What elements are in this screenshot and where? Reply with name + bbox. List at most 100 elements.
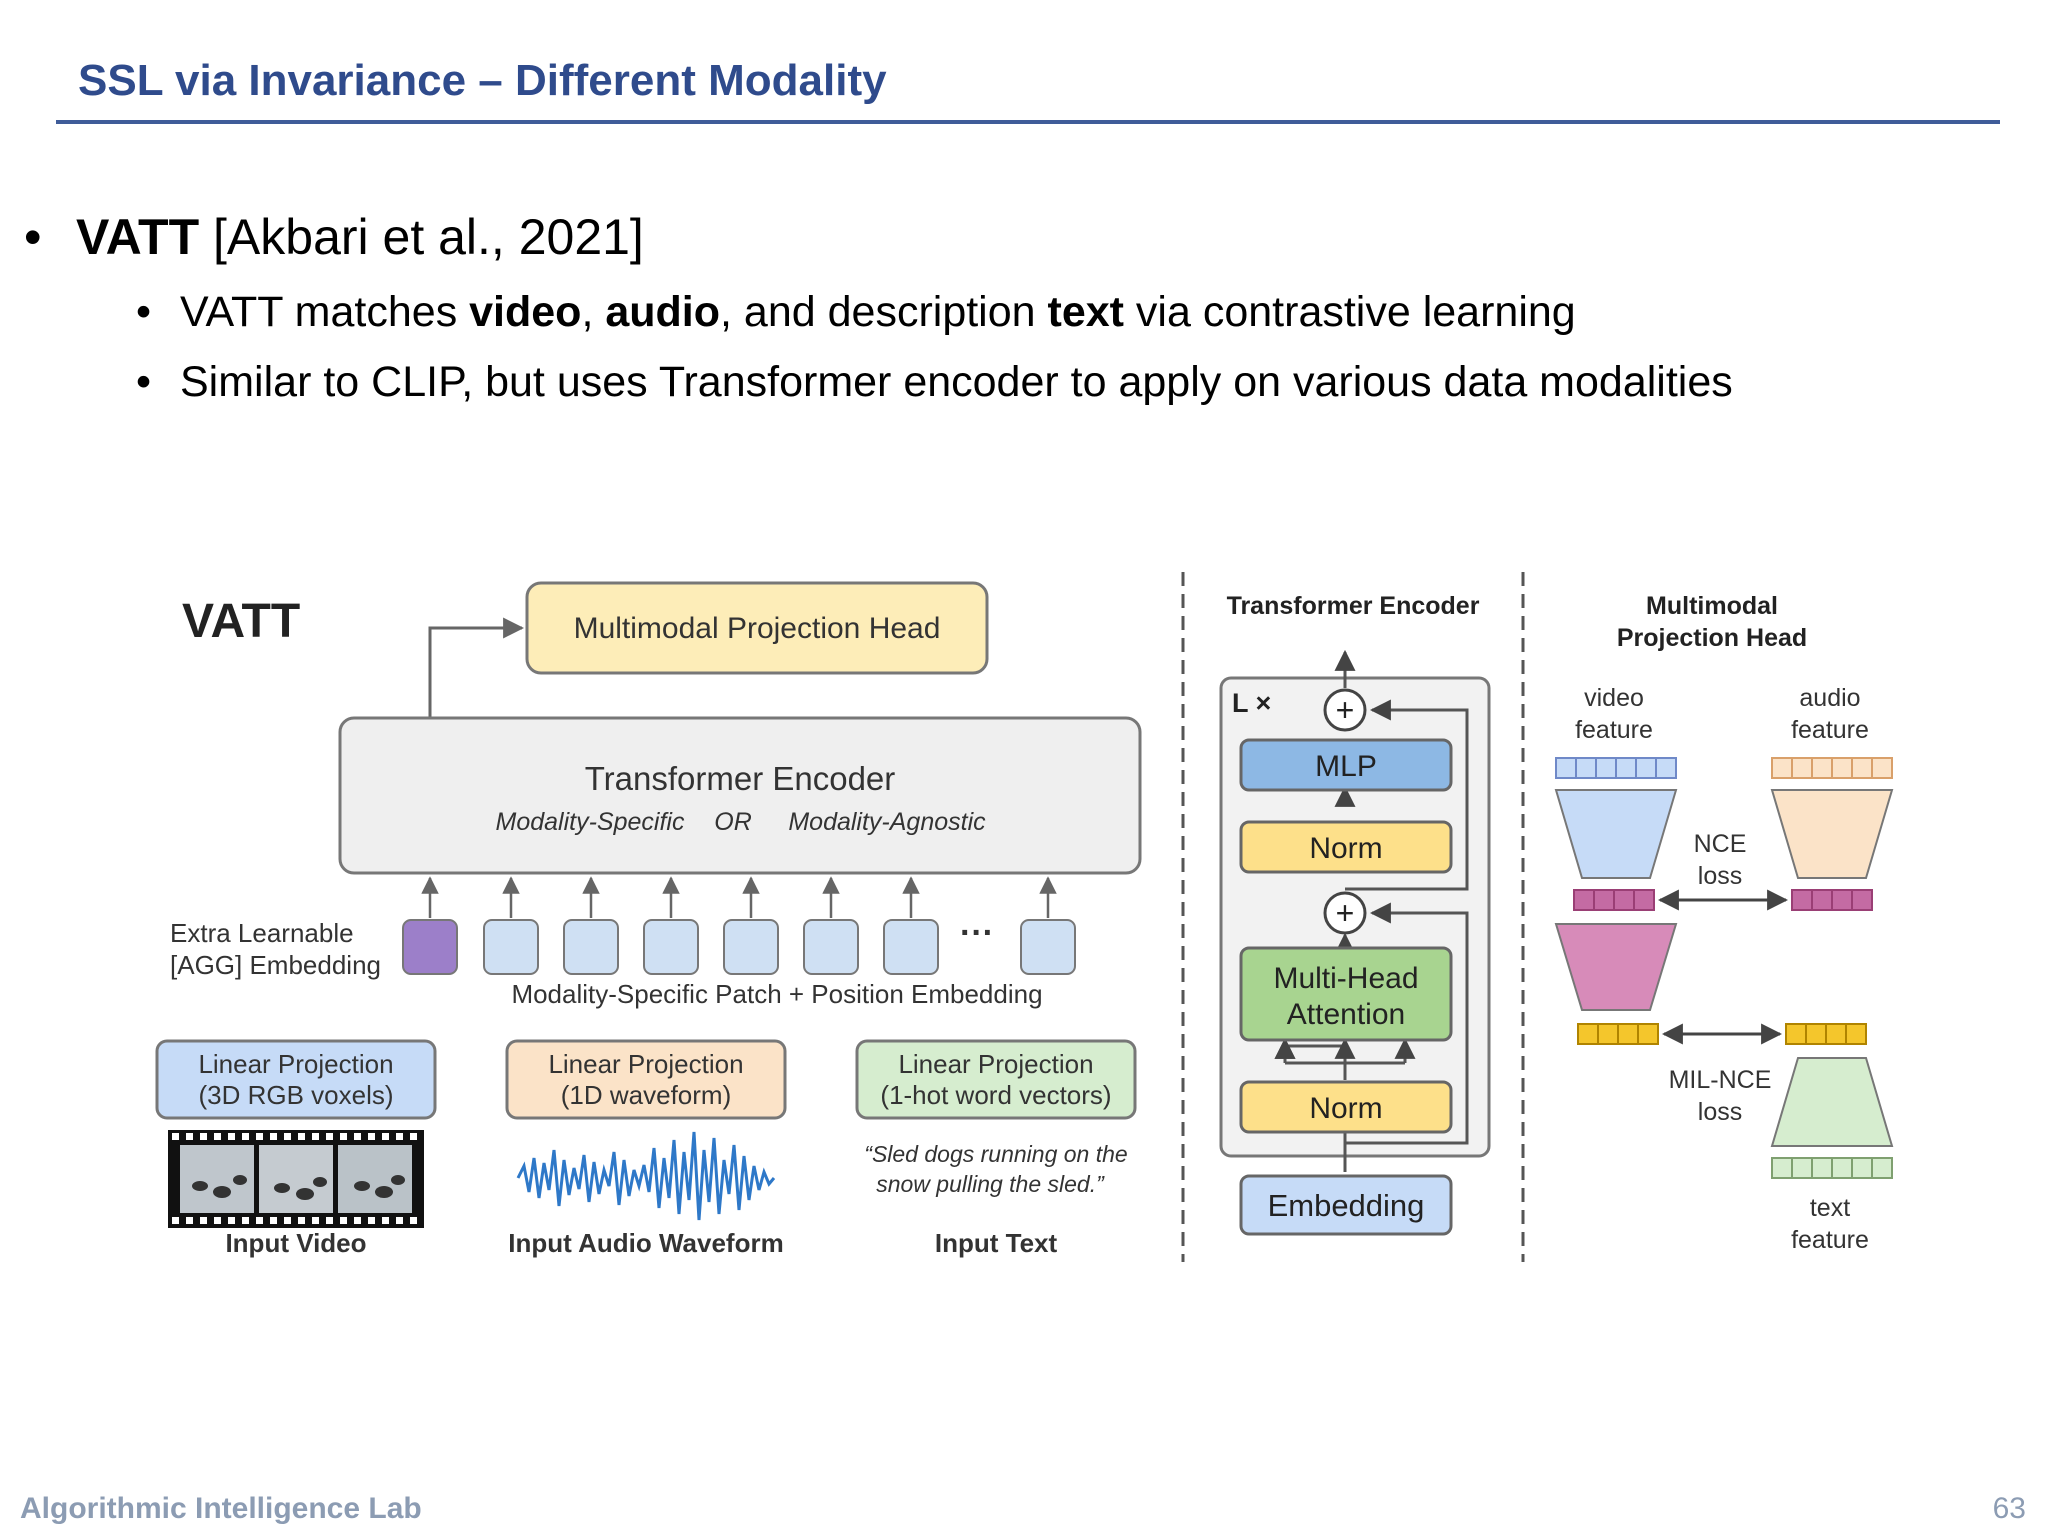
mlp-label: MLP [1315, 750, 1377, 783]
text-mil-bar [1785, 1023, 1867, 1045]
patch-token [563, 919, 619, 975]
milnce-label-1: MIL-NCE [1669, 1066, 1772, 1094]
video-filmstrip [168, 1130, 424, 1228]
lp-text-box [855, 1039, 1137, 1120]
video-mil-bar [1577, 1023, 1659, 1045]
bullet-dot: • [136, 358, 152, 406]
residual-add-top [1323, 688, 1367, 732]
te-sub-or: OR [714, 808, 752, 836]
patch-token [483, 919, 539, 975]
bullet-2-text: via contrastive learning [1123, 288, 1576, 336]
lp-video-box [155, 1039, 437, 1120]
text-projection-trapezoid [1770, 1057, 1894, 1147]
bullet-2-bold-video: video [469, 288, 582, 336]
token-ellipsis: ··· [960, 914, 994, 952]
norm-label-top: Norm [1309, 832, 1382, 865]
plus-top: + [1336, 692, 1355, 728]
te-sub-right: Modality-Agnostic [788, 808, 986, 836]
lp-audio-2: (1D waveform) [561, 1080, 731, 1110]
text-quote-1: “Sled dogs running on the [864, 1141, 1127, 1167]
lp-video-1: Linear Projection [198, 1049, 393, 1079]
audio-feature-bar [1771, 757, 1893, 779]
text-feature-1: text [1810, 1194, 1850, 1222]
te-box [338, 716, 1142, 875]
slide-title: SSL via Invariance – Different Modality [78, 56, 887, 105]
agg-token [402, 919, 458, 975]
audio-feature-2: feature [1791, 716, 1869, 744]
mph-label: Multimodal Projection Head [574, 612, 941, 645]
plus-bottom: + [1336, 895, 1355, 931]
input-audio-label: Input Audio Waveform [508, 1228, 783, 1258]
bullet-2-text: VATT matches [180, 288, 470, 336]
nce-label-1: NCE [1694, 830, 1747, 858]
nce-label-2: loss [1698, 862, 1742, 890]
patch-token [643, 919, 699, 975]
text-feature-2: feature [1791, 1226, 1869, 1254]
audio-projection-trapezoid [1770, 789, 1894, 879]
vatt-label: VATT [182, 595, 300, 648]
residual-add-bottom [1323, 891, 1367, 935]
norm-box-bottom [1239, 1080, 1453, 1134]
bullet-2-text: , and description [720, 288, 1048, 336]
milnce-label-2: loss [1698, 1098, 1742, 1126]
text-quote-2: snow pulling the sled.” [876, 1171, 1105, 1197]
enc-flow-arrows [1274, 649, 1469, 1172]
embedding-box [1239, 1174, 1453, 1236]
input-video-label: Input Video [225, 1228, 366, 1258]
te-title: Transformer Encoder [585, 760, 896, 797]
video-feature-2: feature [1575, 716, 1653, 744]
lp-text-1: Linear Projection [898, 1049, 1093, 1079]
bullet-2-bold-audio: audio [605, 288, 721, 336]
patch-token [1020, 919, 1076, 975]
video-feature-1: video [1584, 684, 1644, 712]
video-feature-bar [1555, 757, 1677, 779]
te-sub-left: Modality-Specific [496, 808, 685, 836]
bullet-2-bold-text: text [1047, 288, 1124, 336]
input-text-label: Input Text [935, 1228, 1058, 1258]
norm-box-top [1239, 820, 1453, 874]
lp-text-2: (1-hot word vectors) [880, 1080, 1111, 1110]
audio-shared-bar [1791, 889, 1873, 911]
bullet-1-text: [Akbari et al., 2021] [199, 209, 644, 265]
bullet-3-text: Similar to CLIP, but uses Transformer en… [180, 358, 1733, 406]
token-arrows [421, 876, 1057, 918]
page-number: 63 [1992, 1492, 2026, 1525]
mha-box [1239, 946, 1453, 1042]
audio-waveform [516, 1131, 776, 1221]
enc-title: Transformer Encoder [1227, 592, 1480, 620]
bullet-3: • Similar to CLIP, but uses Transformer … [136, 358, 1733, 407]
video-mil-trapezoid [1554, 923, 1678, 1011]
te-to-mph-arrow [428, 617, 525, 718]
mmh-title-2: Projection Head [1617, 624, 1807, 652]
embedding-label: Embedding [1268, 1188, 1425, 1223]
video-projection-trapezoid [1554, 789, 1678, 879]
text-feature-bar [1771, 1157, 1893, 1179]
footer-lab-name: Algorithmic Intelligence Lab [20, 1492, 422, 1525]
video-shared-bar [1573, 889, 1655, 911]
agg-label-2: [AGG] Embedding [170, 950, 381, 980]
lp-video-2: (3D RGB voxels) [198, 1080, 393, 1110]
agg-label-1: Extra Learnable [170, 918, 354, 948]
lp-audio-box [505, 1039, 787, 1120]
patch-token [723, 919, 779, 975]
bullet-1: • VATT [Akbari et al., 2021] [24, 208, 644, 266]
bullet-dot: • [24, 209, 42, 265]
mph-box [525, 581, 989, 675]
title-rule [56, 120, 2000, 124]
patch-token [803, 919, 859, 975]
bullet-1-bold: VATT [76, 209, 200, 265]
bullet-dot: • [136, 288, 152, 336]
bullet-2-text: , [581, 288, 606, 336]
mmh-title-1: Multimodal [1646, 592, 1778, 620]
bullet-2: • VATT matches video, audio, and descrip… [136, 288, 1576, 337]
lx-label: L × [1232, 688, 1271, 718]
mlp-box [1239, 738, 1453, 792]
lp-audio-1: Linear Projection [548, 1049, 743, 1079]
norm-label-bottom: Norm [1309, 1092, 1382, 1125]
mha-label-2: Attention [1287, 998, 1405, 1031]
patch-label: Modality-Specific Patch + Position Embed… [511, 979, 1042, 1009]
patch-token [883, 919, 939, 975]
mha-label-1: Multi-Head [1273, 962, 1418, 995]
audio-feature-1: audio [1799, 684, 1860, 712]
